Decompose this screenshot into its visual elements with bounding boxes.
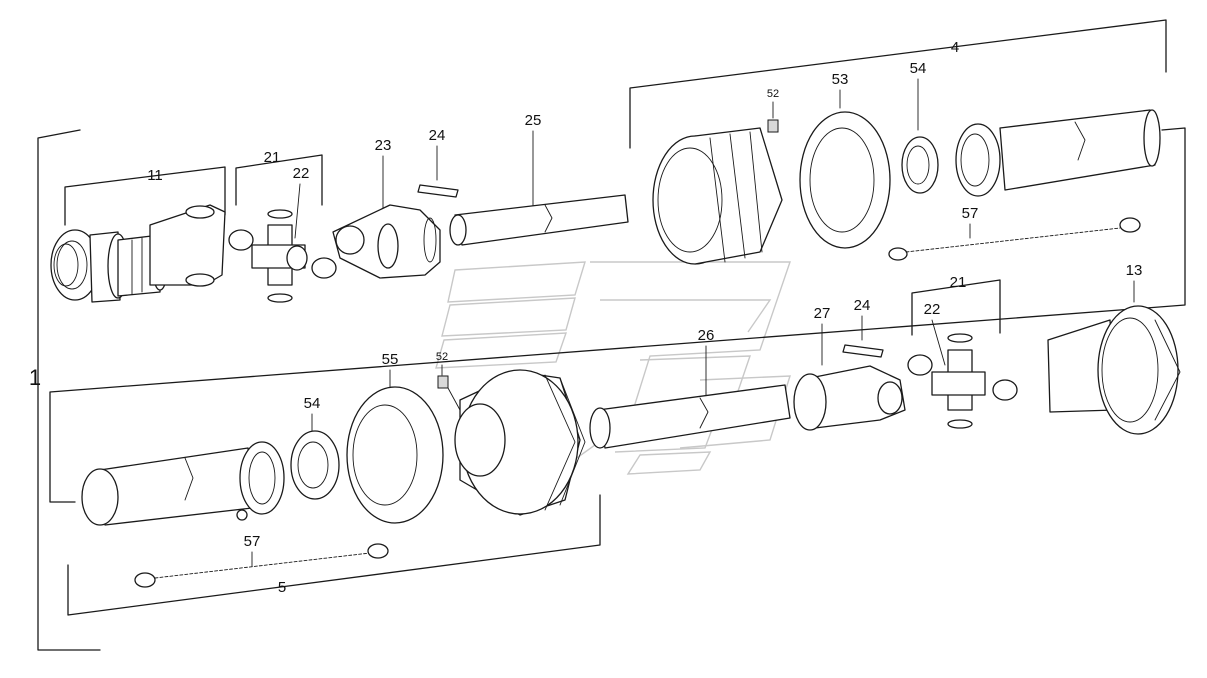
part-25-inner-tube: 25: [449, 112, 629, 246]
group-5-bracket: 5: [67, 494, 601, 616]
label-53: 53: [832, 71, 849, 88]
label-55: 55: [382, 351, 399, 368]
part-24-pin-bottom: 24: [842, 297, 884, 358]
label-54-bottom: 54: [304, 395, 321, 412]
label-22-bottom: 22: [924, 301, 941, 318]
part-55-bearing-ring-bottom: 55: [346, 351, 444, 524]
guard-cone-top: [652, 127, 783, 265]
part-52-screw-top: 52: [767, 88, 779, 133]
label-26: 26: [698, 327, 715, 344]
label-21-top: 21: [264, 149, 281, 166]
label-11: 11: [147, 167, 163, 184]
label-22-top: 22: [293, 165, 310, 182]
part-21-cross-bottom: 21 22: [907, 274, 1018, 429]
part-26-inner-tube-bottom: 26: [589, 327, 791, 449]
label-23: 23: [375, 137, 392, 154]
label-24-bottom: 24: [854, 297, 871, 314]
part-57-chain-bottom: 57: [134, 533, 389, 588]
label-27: 27: [814, 305, 831, 322]
label-57-bottom: 57: [244, 533, 261, 550]
part-27-yoke-bottom: 27: [793, 305, 906, 431]
outer-tube-bottom: [81, 441, 285, 526]
label-54-top: 54: [910, 60, 927, 77]
label-25: 25: [525, 112, 542, 129]
label-4: 4: [951, 39, 959, 56]
label-57-top: 57: [962, 205, 979, 222]
label-13: 13: [1126, 262, 1143, 279]
label-24-top: 24: [429, 127, 446, 144]
outer-tube-top: [955, 109, 1161, 197]
part-57-chain-top: 57: [888, 205, 1141, 261]
part-53-bearing-ring-top: 53: [799, 71, 891, 249]
guard-cone-bottom: 52: [436, 351, 586, 516]
part-13-outer-yoke: 13: [1047, 262, 1181, 435]
label-52-bottom: 52: [436, 351, 448, 363]
label-1: 1: [29, 365, 41, 390]
label-21-bottom: 21: [950, 274, 967, 291]
label-5: 5: [278, 579, 286, 596]
label-52-top: 52: [767, 88, 779, 100]
part-21-cross-top: 21 22: [228, 149, 337, 303]
assembly-bracket: 1: [29, 129, 101, 651]
part-23-inner-yoke: 23: [332, 137, 441, 279]
part-54-clip-top: 54: [901, 60, 939, 194]
group-4-bracket: 4: [49, 19, 1186, 503]
part-54-clip-bottom: 54: [290, 395, 340, 500]
part-24-pin-top: 24: [417, 127, 459, 198]
part-11-yoke: 11: [50, 166, 226, 303]
